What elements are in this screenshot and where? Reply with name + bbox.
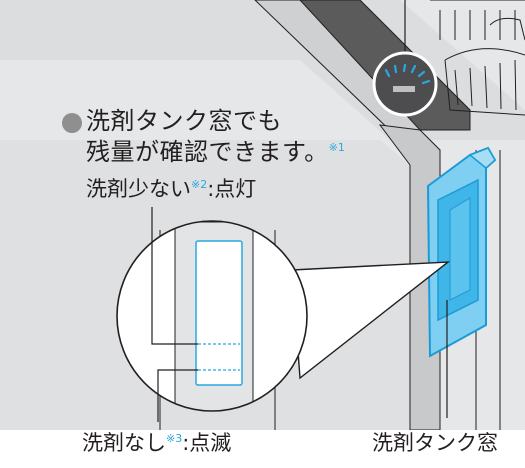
tank-window-label: 洗剤タンク窓 — [372, 433, 498, 454]
empty-detergent-text: 洗剤なし — [82, 431, 166, 455]
leader-low — [151, 207, 198, 345]
indicator-rays — [384, 63, 431, 85]
bottom-base — [0, 430, 525, 468]
empty-detergent-label: 洗剤なし※3:点滅 — [82, 433, 231, 454]
indicator-mark — [393, 86, 415, 92]
callout-line-1: 洗剤タンク窓でも — [86, 109, 282, 133]
empty-detergent-note: ※3 — [166, 432, 183, 445]
tank-window-text: 洗剤タンク窓 — [372, 431, 498, 455]
empty-detergent-suffix: :点滅 — [182, 431, 232, 455]
low-detergent-label: 洗剤少ない※2:点灯 — [86, 179, 256, 200]
callout-line-1-text: 洗剤タンク窓でも — [86, 107, 282, 135]
zoom-content — [117, 221, 307, 411]
zoom-window — [195, 240, 243, 386]
callout-line-2-text: 残量が確認できます。 — [86, 138, 329, 166]
low-detergent-suffix: :点灯 — [207, 177, 257, 201]
callout-note: ※1 — [328, 141, 345, 154]
low-detergent-text: 洗剤少ない — [86, 177, 191, 201]
bullet-dot — [62, 113, 82, 133]
indicator-lamp — [372, 51, 438, 117]
leader-empty — [157, 369, 198, 422]
detergent-tank — [426, 146, 497, 358]
dish-rack — [430, 0, 525, 116]
low-detergent-note: ※2 — [191, 178, 208, 191]
callout-line-2: 残量が確認できます。※1 — [86, 140, 345, 164]
zoom-circle-border — [116, 220, 308, 412]
